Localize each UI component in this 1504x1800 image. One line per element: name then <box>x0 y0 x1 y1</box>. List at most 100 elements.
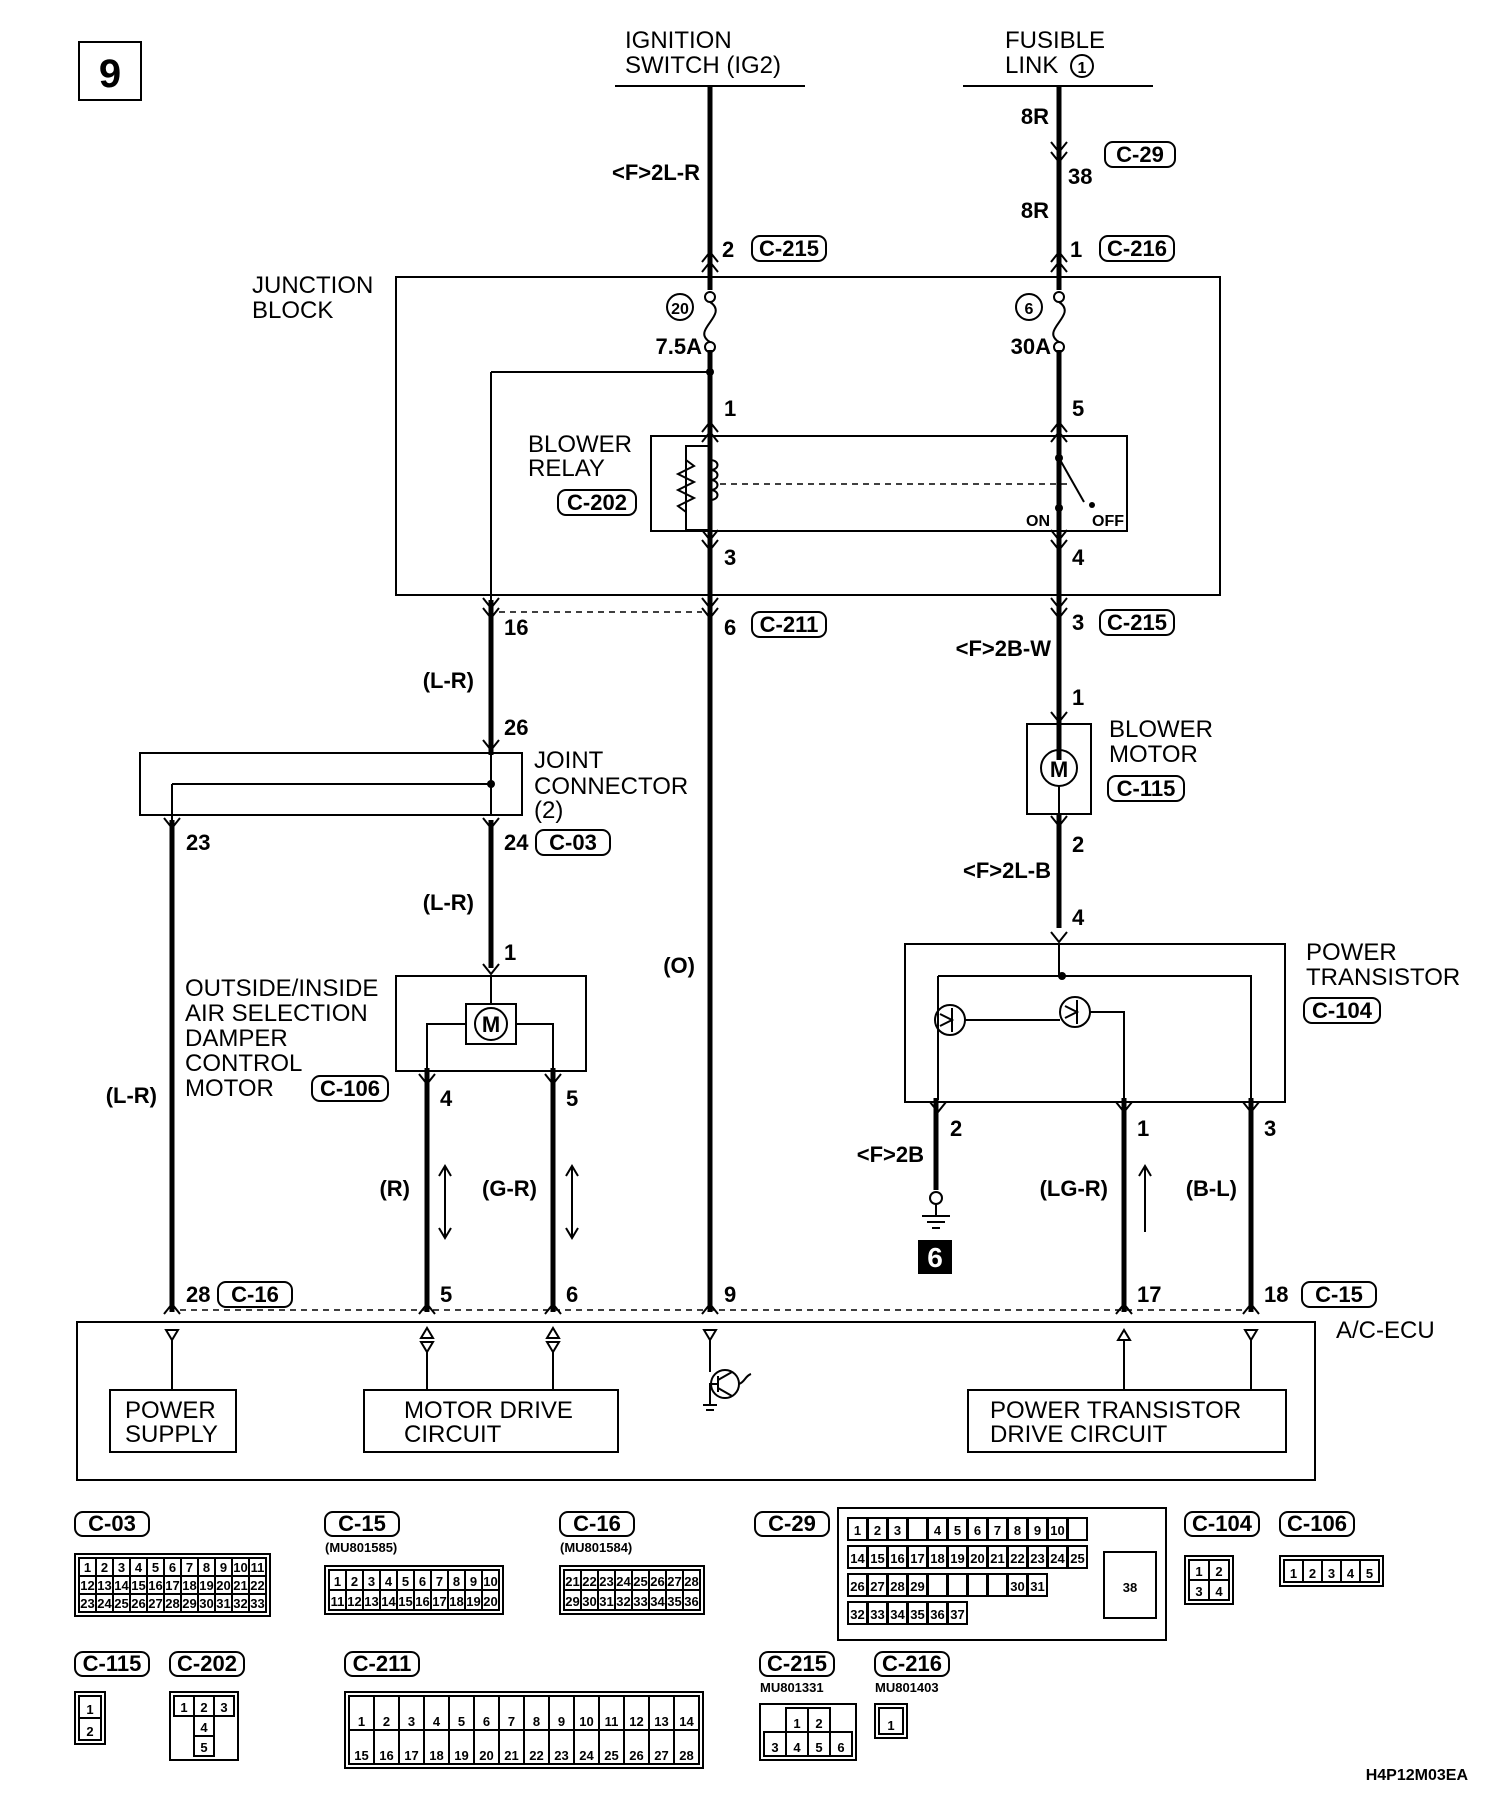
svg-text:26: 26 <box>504 715 528 740</box>
svg-text:3: 3 <box>1072 610 1084 635</box>
svg-text:11: 11 <box>331 1594 345 1609</box>
svg-text:16: 16 <box>148 1578 162 1593</box>
power-transistor: 4 2 1 3 POWER TRANSISTOR C-104 <box>904 905 1460 1141</box>
svg-text:29: 29 <box>910 1579 924 1594</box>
svg-text:MU801403: MU801403 <box>875 1680 939 1695</box>
svg-text:4: 4 <box>934 1523 942 1538</box>
svg-text:18: 18 <box>449 1594 463 1609</box>
svg-text:C-16: C-16 <box>573 1511 621 1536</box>
svg-text:A/C-ECU: A/C-ECU <box>1336 1317 1435 1344</box>
svg-text:19: 19 <box>454 1748 468 1763</box>
svg-text:9: 9 <box>1034 1523 1041 1538</box>
wire-label-r: (R) <box>379 1176 410 1201</box>
svg-text:1: 1 <box>724 396 736 421</box>
svg-text:6: 6 <box>927 1242 943 1273</box>
svg-text:24: 24 <box>504 830 529 855</box>
svg-text:C-106: C-106 <box>1287 1511 1347 1536</box>
svg-text:C-104: C-104 <box>1312 998 1373 1023</box>
svg-text:18: 18 <box>182 1578 196 1593</box>
svg-text:6: 6 <box>566 1282 578 1307</box>
svg-text:13: 13 <box>364 1594 378 1609</box>
svg-text:1: 1 <box>1195 1564 1202 1579</box>
svg-text:10: 10 <box>1050 1523 1064 1538</box>
svg-text:27: 27 <box>654 1748 668 1763</box>
connector-face-c202-title: C-202 <box>169 1651 245 1677</box>
wire-label-lgr: (LG-R) <box>1040 1176 1108 1201</box>
svg-text:3: 3 <box>1264 1116 1276 1141</box>
svg-text:24: 24 <box>97 1596 112 1611</box>
svg-text:LINK: LINK <box>1005 52 1058 79</box>
svg-text:31: 31 <box>599 1594 613 1609</box>
svg-text:33: 33 <box>633 1594 647 1609</box>
svg-text:11: 11 <box>605 1714 619 1729</box>
svg-text:4: 4 <box>1215 1584 1223 1599</box>
svg-text:8: 8 <box>203 1560 210 1575</box>
svg-text:19: 19 <box>950 1551 964 1566</box>
damper-control-motor: 1 M 4 5 OUTSIDE/INSIDE AIR SELECTION DAM… <box>185 940 587 1111</box>
svg-text:9: 9 <box>99 52 121 96</box>
svg-text:1: 1 <box>1137 1116 1149 1141</box>
svg-text:4: 4 <box>385 1574 393 1589</box>
svg-text:4: 4 <box>135 1560 143 1575</box>
connector-c211: 16 6 C-211 <box>482 597 827 640</box>
svg-text:28: 28 <box>679 1748 693 1763</box>
svg-text:C-215: C-215 <box>767 1651 827 1676</box>
svg-text:23: 23 <box>80 1596 94 1611</box>
svg-text:3: 3 <box>220 1700 227 1715</box>
svg-text:36: 36 <box>684 1594 698 1609</box>
svg-text:1: 1 <box>1072 685 1084 710</box>
svg-text:2: 2 <box>86 1724 93 1739</box>
svg-text:18: 18 <box>930 1551 944 1566</box>
svg-text:4: 4 <box>200 1720 208 1735</box>
svg-text:1: 1 <box>334 1574 341 1589</box>
svg-text:33: 33 <box>250 1596 264 1611</box>
svg-text:34: 34 <box>890 1607 905 1622</box>
svg-text:1: 1 <box>1070 237 1082 262</box>
svg-text:12: 12 <box>347 1594 361 1609</box>
svg-text:1: 1 <box>1290 1566 1297 1581</box>
svg-text:32: 32 <box>616 1594 630 1609</box>
svg-text:13: 13 <box>654 1714 668 1729</box>
svg-text:M: M <box>482 1012 500 1037</box>
wire-label-gr: (G-R) <box>482 1176 537 1201</box>
svg-text:POWER TRANSISTOR: POWER TRANSISTOR <box>990 1397 1241 1424</box>
svg-text:15: 15 <box>870 1551 884 1566</box>
svg-text:CIRCUIT: CIRCUIT <box>404 1421 502 1448</box>
svg-text:8: 8 <box>533 1714 540 1729</box>
svg-text:22: 22 <box>529 1748 543 1763</box>
svg-text:M: M <box>1050 757 1068 782</box>
svg-text:BLOCK: BLOCK <box>252 297 333 324</box>
svg-text:BLOWER: BLOWER <box>1109 716 1213 743</box>
svg-text:C-215: C-215 <box>1107 610 1167 635</box>
junction-block: JUNCTION BLOCK 2 C-215 1 C-216 20 7.5A <box>252 235 1221 600</box>
svg-text:1: 1 <box>358 1714 365 1729</box>
svg-text:MU801331: MU801331 <box>760 1680 824 1695</box>
svg-text:5: 5 <box>200 1740 207 1755</box>
svg-text:28: 28 <box>890 1579 904 1594</box>
svg-text:25: 25 <box>114 1596 128 1611</box>
ground-6: 6 <box>918 1191 952 1274</box>
wire-label-lr1: (L-R) <box>423 668 474 693</box>
svg-text:CONTROL: CONTROL <box>185 1050 302 1077</box>
fuse-20: 20 7.5A <box>656 290 720 359</box>
connector-face-c15-title: C-15 <box>324 1511 400 1537</box>
svg-text:10: 10 <box>579 1714 593 1729</box>
svg-text:C-216: C-216 <box>1107 236 1167 261</box>
svg-text:3: 3 <box>1328 1566 1335 1581</box>
svg-text:6: 6 <box>419 1574 426 1589</box>
svg-text:7: 7 <box>994 1523 1001 1538</box>
svg-text:2: 2 <box>1309 1566 1316 1581</box>
svg-text:19: 19 <box>466 1594 480 1609</box>
svg-text:7: 7 <box>186 1560 193 1575</box>
svg-text:ON: ON <box>1026 513 1050 530</box>
svg-text:21: 21 <box>990 1551 1004 1566</box>
wire-label-o: (O) <box>663 953 695 978</box>
svg-text:38: 38 <box>1123 1580 1137 1595</box>
svg-text:32: 32 <box>233 1596 247 1611</box>
svg-text:2: 2 <box>722 237 734 262</box>
svg-text:1: 1 <box>1078 60 1087 77</box>
